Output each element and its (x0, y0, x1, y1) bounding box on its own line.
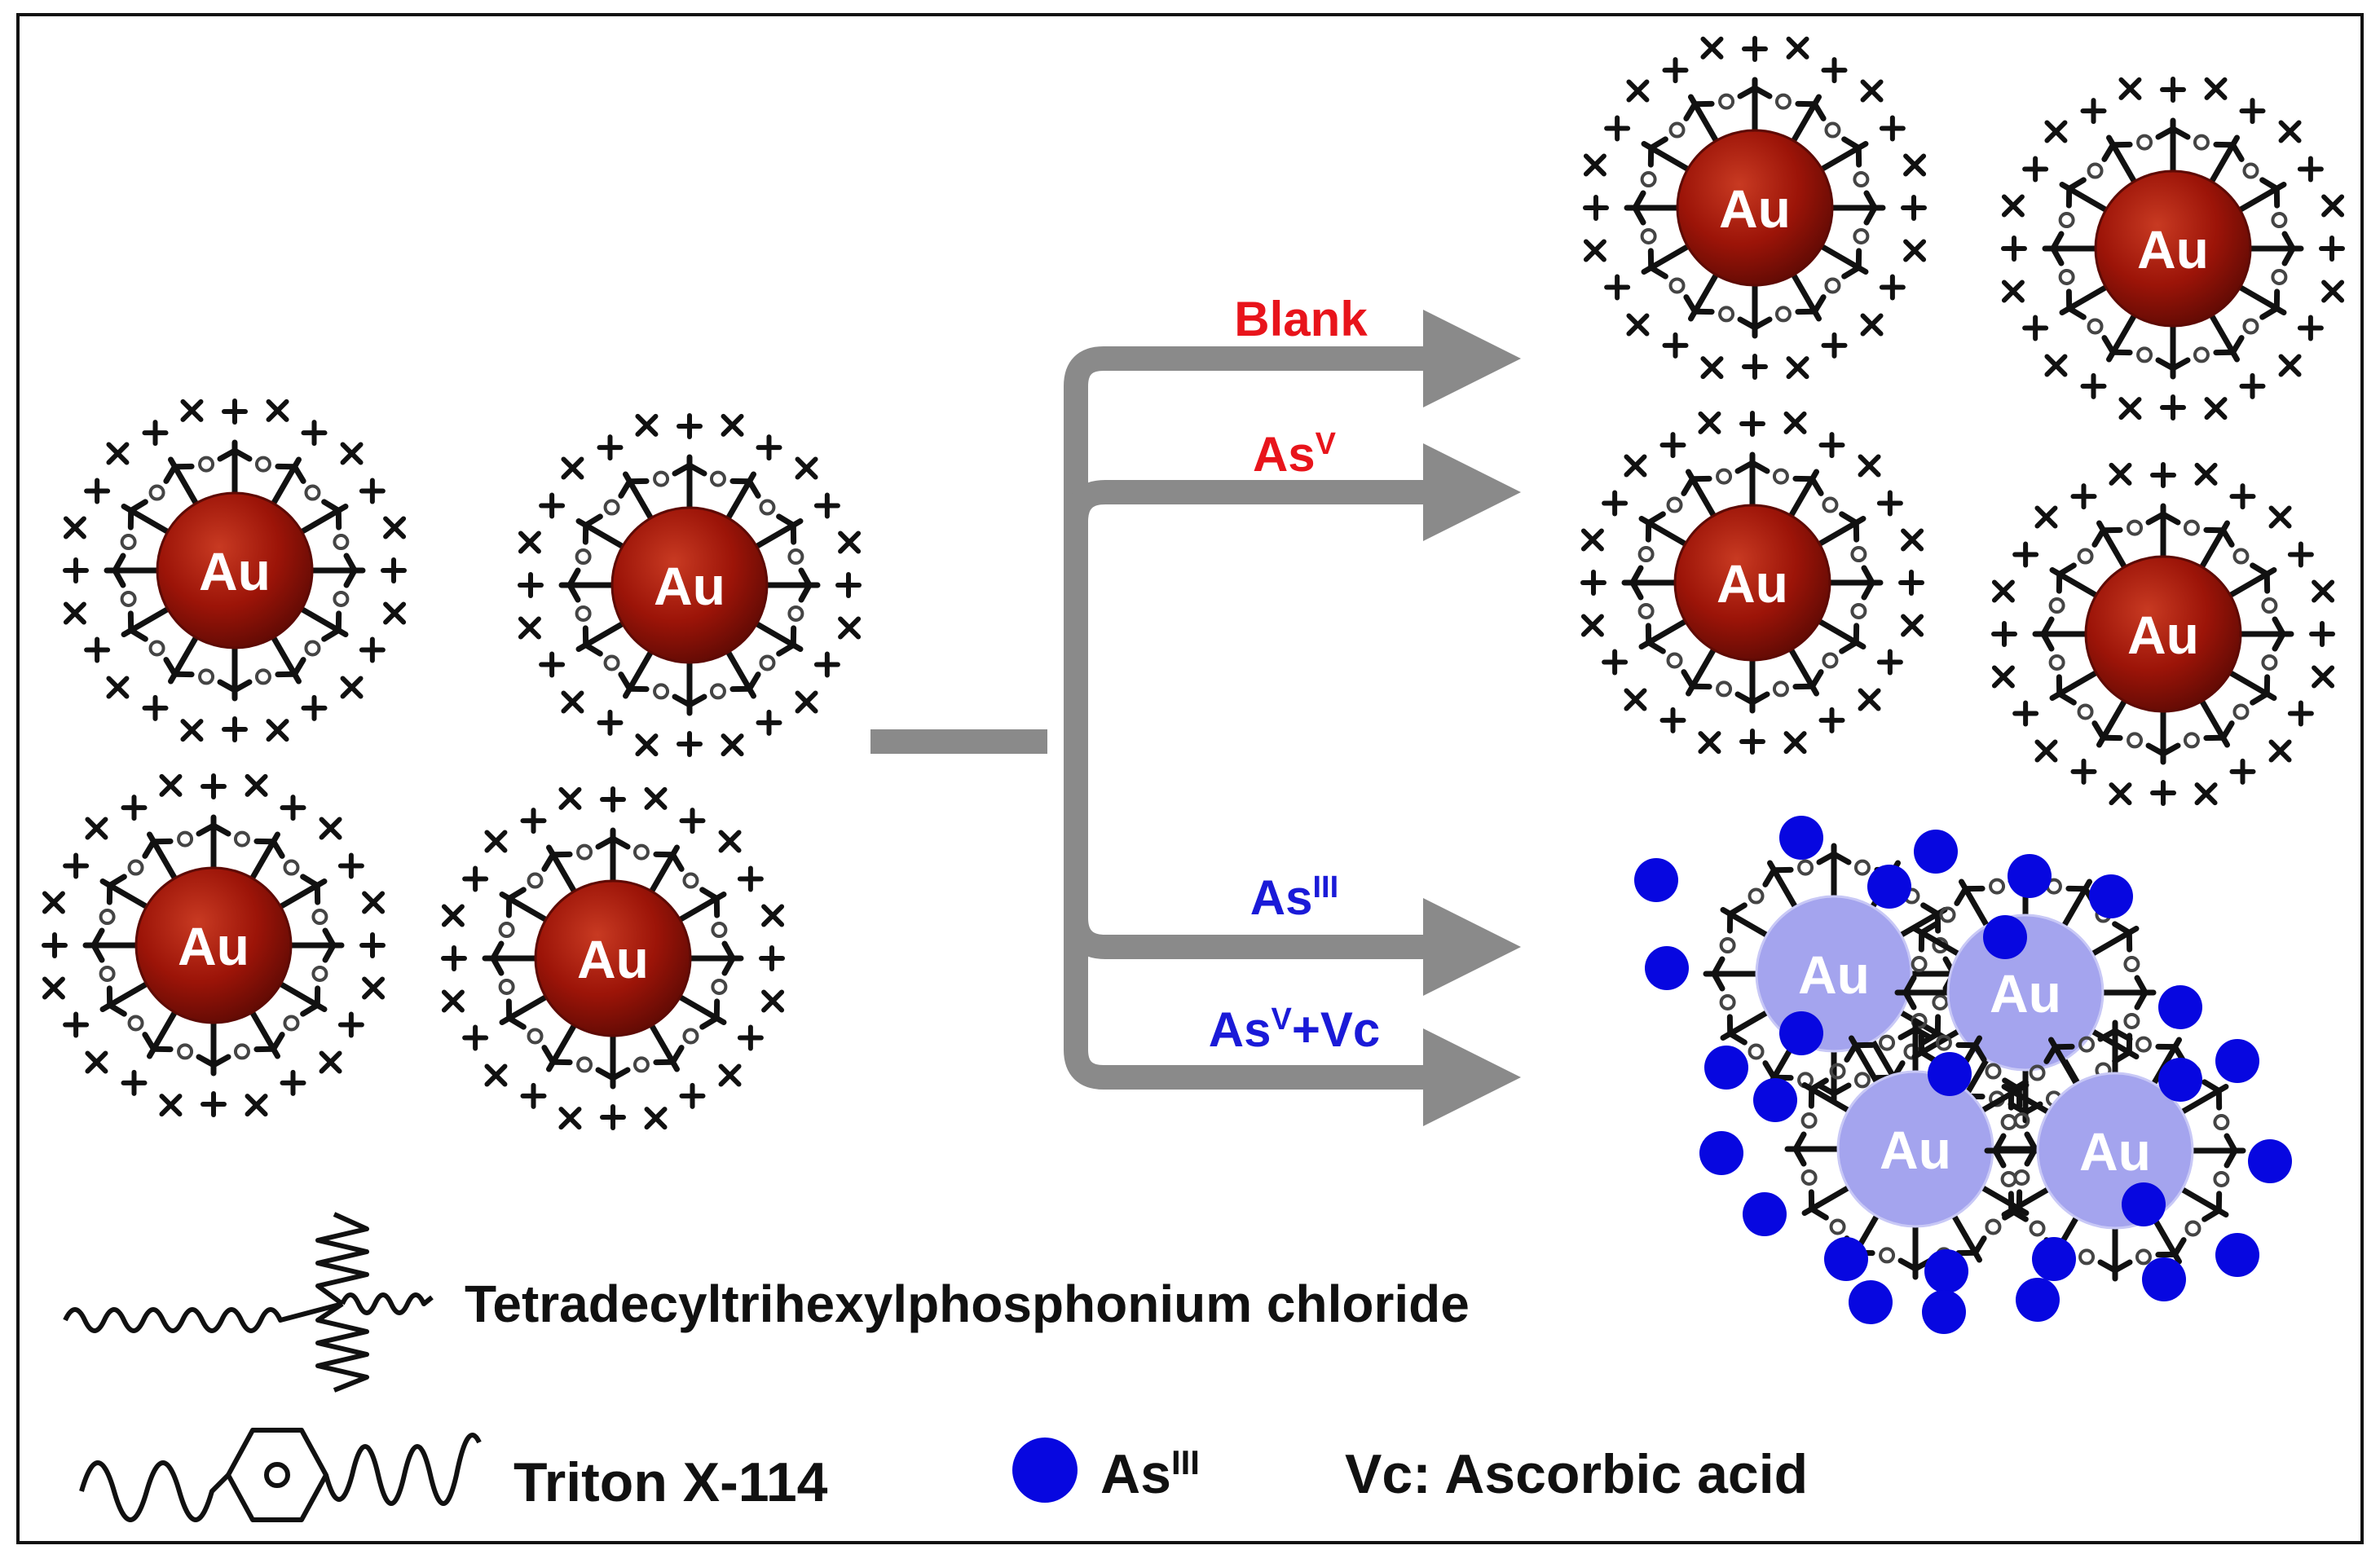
arsenite-dot (1914, 830, 1958, 874)
gold-core-label: Au (2127, 605, 2199, 665)
legend-asiii-label: AsIII (1100, 1443, 1200, 1506)
arsenite-dot-icon (1012, 1438, 1078, 1503)
label-asiii: AsIII (1250, 870, 1338, 925)
arsenite-dot (1867, 865, 1911, 909)
arsenite-dot (2016, 1278, 2060, 1322)
arsenite-dot (2142, 1257, 2186, 1301)
gold-nanoparticle: Au (44, 776, 383, 1115)
arsenite-dot (1849, 1280, 1893, 1324)
legend-triton-label: Triton X-114 (513, 1451, 828, 1513)
gold-nanoparticle: Au (1585, 38, 1924, 377)
gold-core-label: Au (1719, 178, 1791, 239)
gold-nanoparticle: Au (2003, 79, 2343, 418)
gold-nanoparticle: Au (1583, 413, 1922, 752)
legend-surfactant-label: Tetradecyltrihexylphosphonium chloride (465, 1275, 1470, 1333)
arsenite-dot (2248, 1139, 2292, 1183)
arsenite-dot (1704, 1046, 1748, 1090)
surfactant-icon (65, 1214, 432, 1390)
gold-core-label: Au (1990, 963, 2061, 1024)
label-asv-vc: AsV+Vc (1209, 1002, 1381, 1057)
gold-core-label: Au (1717, 553, 1788, 614)
gold-nanoparticle: Au (65, 401, 404, 740)
arsenite-dot (2032, 1237, 2076, 1281)
arsenite-dot (2158, 985, 2202, 1029)
arsenite-dot (2215, 1039, 2259, 1083)
reaction-arrows (870, 359, 1452, 1077)
gold-core-label: Au (1880, 1120, 1951, 1180)
arsenite-dot (2089, 874, 2133, 918)
arsenite-dot (1922, 1290, 1966, 1334)
arsenite-dot (1779, 816, 1823, 860)
arsenite-dot (1753, 1078, 1797, 1122)
arsenite-dot (1645, 946, 1689, 990)
gold-core-label: Au (1798, 944, 1870, 1005)
label-blank: Blank (1234, 292, 1368, 346)
arsenite-dot (2008, 854, 2052, 898)
arsenite-dot (2122, 1182, 2166, 1226)
gold-nanoparticle: Au (443, 789, 782, 1128)
triton-icon (82, 1430, 479, 1520)
gold-core-label: Au (577, 929, 649, 989)
gold-core-label: Au (178, 916, 249, 976)
arsenite-dot (1779, 1011, 1823, 1055)
gold-core-label: Au (654, 556, 725, 616)
label-asv: AsV (1253, 427, 1337, 482)
arsenite-dot (1699, 1131, 1743, 1175)
arsenite-dot (2215, 1233, 2259, 1277)
gold-nanoparticle: Au (1994, 464, 2333, 804)
arsenite-dot (1983, 915, 2027, 959)
gold-core-label: Au (2137, 219, 2209, 280)
legend: Tetradecyltrihexylphosphonium chloride T… (65, 1214, 1808, 1520)
gold-nanoparticle: Au (520, 416, 859, 755)
arsenite-dot (1634, 858, 1678, 902)
arsenite-dot (1924, 1249, 1968, 1293)
arsenite-dot (2158, 1058, 2202, 1102)
legend-vc-label: Vc: Ascorbic acid (1345, 1443, 1808, 1505)
arsenite-dot (1743, 1192, 1787, 1236)
gold-core-label: Au (2079, 1121, 2151, 1182)
arsenite-dot (1824, 1237, 1868, 1281)
arrow-asv (1076, 492, 1452, 522)
arsenite-dot (1928, 1052, 1972, 1096)
gold-core-label: Au (199, 541, 271, 601)
